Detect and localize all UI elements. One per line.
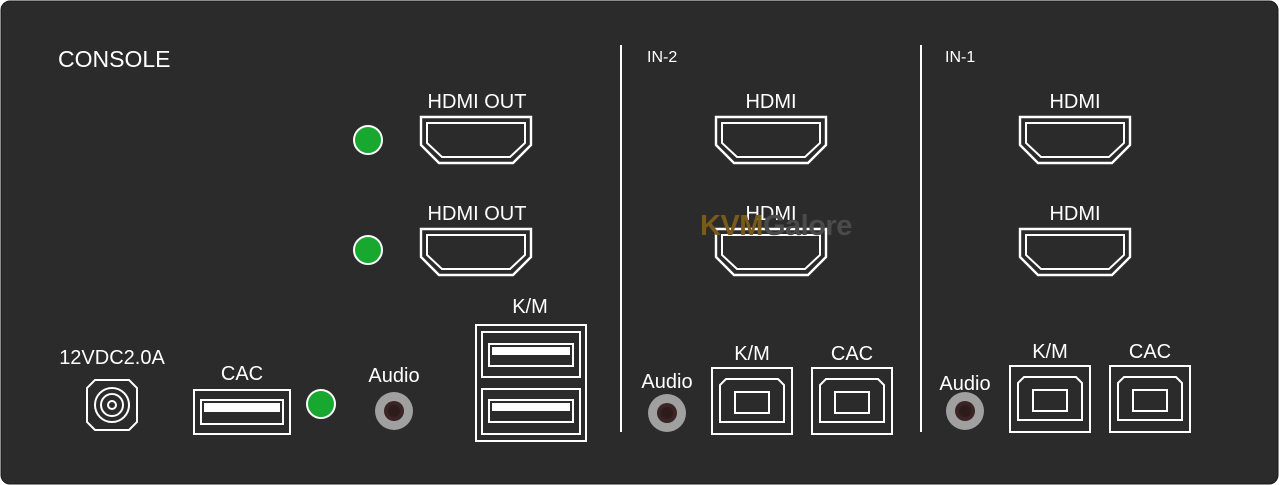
console-audio-jack: [375, 392, 413, 430]
in2-cac-label: CAC: [830, 343, 874, 365]
watermark-part-2: Galore: [762, 210, 852, 242]
in1-km-usb-b-port: [1009, 365, 1091, 433]
console-cac-led: [306, 389, 336, 419]
in2-title: IN-2: [647, 49, 678, 66]
hdmi-out-2-port: [419, 227, 533, 277]
in1-title: IN-1: [945, 49, 976, 66]
console-cac-label: CAC: [220, 363, 264, 385]
in1-km-label: K/M: [1032, 341, 1068, 363]
console-km-usb-ports: [475, 324, 587, 442]
in1-hdmi-2-port: [1018, 227, 1132, 277]
in1-hdmi-2-label: HDMI: [1049, 203, 1101, 225]
in2-hdmi-1-port: [714, 115, 828, 165]
hdmi-out-1-led: [353, 125, 383, 155]
in2-hdmi-2-port: [714, 227, 828, 277]
in2-cac-usb-b-port: [811, 367, 893, 435]
console-audio-label: Audio: [368, 365, 420, 387]
watermark-logo: KVMGalore: [700, 212, 852, 241]
in1-hdmi-1-port: [1018, 115, 1132, 165]
in1-cac-usb-b-port: [1109, 365, 1191, 433]
in1-audio-label: Audio: [939, 373, 991, 395]
watermark-part-1: KVM: [700, 210, 763, 242]
power-jack: [86, 379, 138, 431]
in2-km-label: K/M: [734, 343, 770, 365]
hdmi-out-1-port: [419, 115, 533, 165]
console-cac-usb-port: [193, 389, 291, 435]
in1-cac-label: CAC: [1128, 341, 1172, 363]
console-km-label: K/M: [512, 296, 548, 318]
hdmi-out-2-led: [353, 235, 383, 265]
in2-km-usb-b-port: [711, 367, 793, 435]
console-title: CONSOLE: [58, 46, 171, 72]
in2-audio-jack: [648, 394, 686, 432]
in2-hdmi-1-label: HDMI: [745, 91, 797, 113]
hdmi-out-1-label: HDMI OUT: [427, 91, 527, 113]
in1-hdmi-1-label: HDMI: [1049, 91, 1101, 113]
hdmi-out-2-label: HDMI OUT: [427, 203, 527, 225]
in2-hdmi-2-label: HDMI: [745, 203, 797, 225]
in2-audio-label: Audio: [641, 371, 693, 393]
power-label: 12VDC2.0A: [59, 347, 165, 369]
in1-audio-jack: [946, 392, 984, 430]
